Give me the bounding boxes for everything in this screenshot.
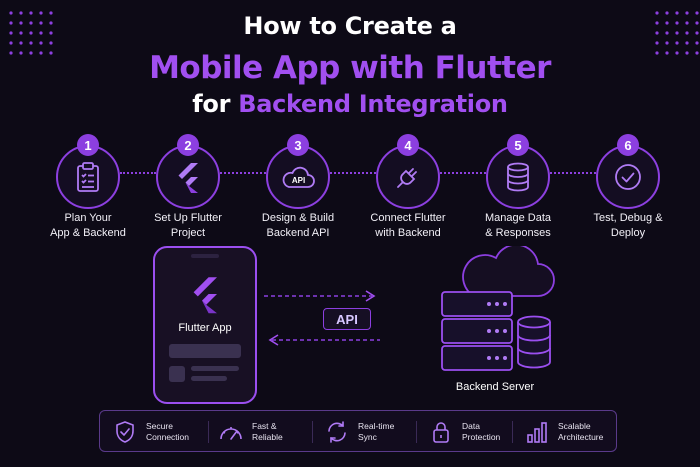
step-6-label-line-2: Deploy [610,227,646,239]
feature-3-line-2: Sync [358,432,377,442]
feature-divider [512,421,513,443]
dot-grid-top-left [9,11,53,55]
feature-divider [312,421,313,443]
phone-placeholder-line-2 [191,376,227,381]
api-arrows [264,290,380,346]
phone-placeholder-bar [169,344,241,358]
step-5-label: Manage Data & Responses [458,211,578,241]
step-5-label-line-2: & Responses [485,227,551,239]
database-icon [507,162,529,192]
api-label-box: API [323,308,371,330]
flutter-app-phone: Flutter App [153,246,257,404]
feature-5-line-1: Scalable [558,421,591,431]
title-line-1: How to Create a [243,12,457,40]
step-4-label-line-2: with Backend [375,227,441,239]
title-line-2: Mobile App with Flutter [149,50,551,86]
phone-placeholder-thumb [169,366,185,382]
feature-4-line-1: Data [462,421,480,431]
step-4-label: Connect Flutter with Backend [348,211,468,241]
feature-1-line-2: Connection [146,432,190,442]
step-4-number-badge: 4 [397,134,419,156]
step-6-label: Test, Debug & Deploy [568,211,688,241]
step-3-label: Design & Build Backend API [238,211,358,241]
step-2-number-badge: 2 [177,134,199,156]
feature-fast-reliable: Fast &Reliable [218,411,283,453]
api-cloud-icon: API [282,166,315,188]
title-line-3: for Backend Integration [0,90,700,118]
step-2-label-line-2: Project [170,227,206,239]
shield-check-icon [116,421,134,443]
feature-1-line-1: Secure [146,421,173,431]
step-4-label-line-1: Connect Flutter [370,212,446,224]
step-connector-5-6 [550,172,596,174]
step-3-label-line-1: Design & Build [261,212,335,224]
dot-grid-top-right [655,11,699,55]
step-5-number-badge: 5 [507,134,529,156]
api-cloud-text: API [292,176,305,185]
step-2-label-line-1: Set Up Flutter [154,212,222,224]
step-connector-3-4 [330,172,376,174]
plug-icon [397,168,417,188]
step-connector-4-5 [440,172,486,174]
flutter-logo-icon [178,163,198,193]
cloud-icon [462,246,555,297]
padlock-icon [433,422,449,443]
step-3-number-badge: 3 [287,134,309,156]
title-line-3-prefix: for [192,90,231,118]
step-3-label-line-2: Backend API [266,227,330,239]
step-1-number-badge: 1 [77,134,99,156]
feature-divider [208,421,209,443]
step-2-label: Set Up Flutter Project [128,211,248,241]
step-1-label-line-2: App & Backend [50,227,126,239]
feature-4-line-2: Protection [462,432,501,442]
step-connector-2-3 [220,172,266,174]
checkmark-circle-icon [615,164,641,190]
step-6-label-line-1: Test, Debug & [593,212,663,224]
step-6-number-badge: 6 [617,134,639,156]
flutter-logo-icon [193,277,217,314]
phone-placeholder-line [191,366,239,371]
phone-notch [191,254,219,258]
step-5-label-line-1: Manage Data [484,212,552,224]
step-1-label-line-1: Plan Your [64,212,112,224]
step-connector-1-2 [120,172,156,174]
feature-2-line-2: Reliable [252,432,283,442]
backend-server-label: Backend Server [455,381,535,393]
clipboard-checklist-icon [77,162,99,192]
speedometer-icon [220,427,242,440]
backend-server-icon [441,246,555,371]
step-3-circle: API [266,145,330,209]
step-1-label: Plan Your App & Backend [28,211,148,241]
bar-chart-icon [527,422,547,443]
feature-divider [416,421,417,443]
sync-arrows-icon [328,421,346,443]
feature-2-line-1: Fast & [252,421,277,431]
phone-app-label: Flutter App [178,322,232,334]
feature-3-line-1: Real-time [358,421,395,431]
title-line-3-highlight: Backend Integration [238,90,508,118]
feature-5-line-2: Architecture [558,432,604,442]
database-icon [517,315,551,369]
